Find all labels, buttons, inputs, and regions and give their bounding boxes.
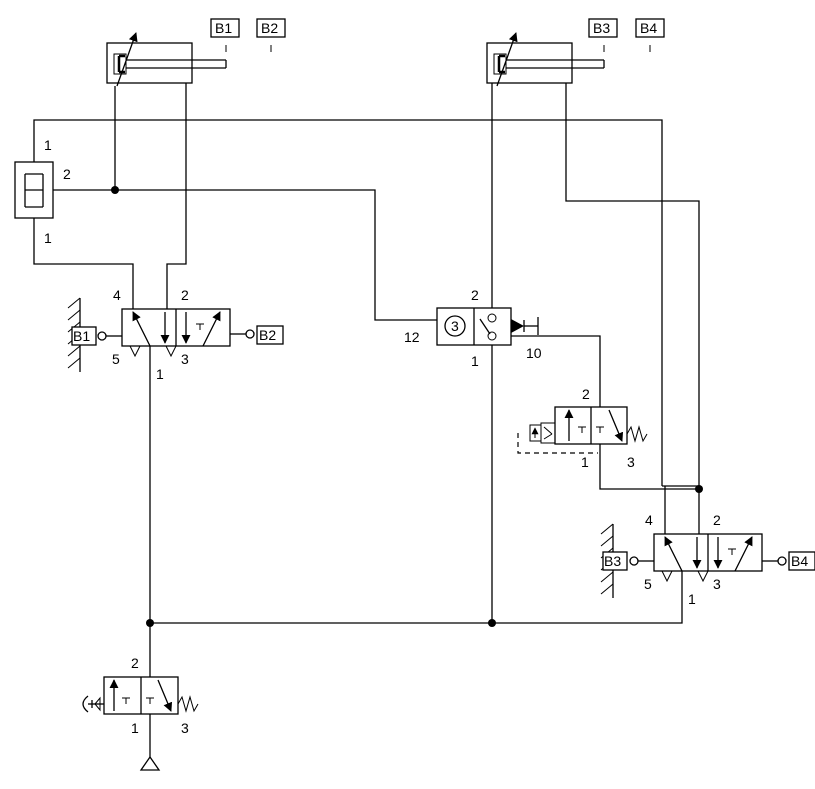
svg-text:1: 1 — [688, 591, 696, 607]
and-valve[interactable]: 1 2 1 — [14, 137, 71, 246]
svg-text:2: 2 — [181, 287, 189, 303]
svg-text:1: 1 — [471, 353, 479, 369]
main-valve-right[interactable]: B3 B4 4 2 5 1 3 — [600, 512, 815, 607]
sensor-tag-b4: B4 — [635, 18, 665, 52]
air-supply-symbol — [139, 714, 161, 771]
svg-text:3: 3 — [181, 351, 189, 367]
svg-text:B2: B2 — [259, 327, 276, 343]
timer-valve[interactable]: 3 12 2 1 10 — [404, 287, 542, 369]
and-valve-port-1-top: 1 — [44, 137, 52, 153]
svg-text:B1: B1 — [73, 328, 90, 344]
svg-text:1: 1 — [131, 720, 139, 736]
pipe-network — [33, 83, 703, 677]
sensor-tag-b1: B1 — [210, 18, 240, 52]
svg-text:1: 1 — [581, 454, 589, 470]
timer-valve-label: 3 — [451, 318, 459, 334]
svg-text:B1: B1 — [215, 20, 232, 36]
start-valve[interactable]: 2 1 3 — [82, 655, 199, 736]
valve-3-2-right[interactable]: 2 1 3 — [517, 386, 648, 470]
svg-text:B4: B4 — [791, 553, 808, 569]
svg-text:5: 5 — [112, 351, 120, 367]
sensor-tag-b3: B3 — [588, 18, 618, 52]
svg-text:1: 1 — [156, 366, 164, 382]
cylinder-2[interactable] — [486, 32, 605, 87]
svg-text:B2: B2 — [261, 20, 278, 36]
svg-text:2: 2 — [713, 512, 721, 528]
svg-text:4: 4 — [645, 512, 653, 528]
main-valve-left[interactable]: B1 B2 4 2 5 1 3 — [67, 287, 284, 382]
svg-text:4: 4 — [113, 287, 121, 303]
and-valve-port-2: 2 — [63, 166, 71, 182]
svg-text:3: 3 — [181, 720, 189, 736]
svg-text:12: 12 — [404, 329, 420, 345]
sensor-tag-b2: B2 — [256, 18, 286, 52]
cylinder-1[interactable] — [106, 32, 227, 87]
svg-text:3: 3 — [627, 454, 635, 470]
svg-text:B3: B3 — [593, 20, 610, 36]
svg-text:3: 3 — [713, 576, 721, 592]
svg-text:2: 2 — [471, 287, 479, 303]
svg-text:B3: B3 — [604, 553, 621, 569]
and-valve-port-1-bottom: 1 — [44, 230, 52, 246]
svg-text:B4: B4 — [640, 20, 657, 36]
svg-text:2: 2 — [131, 655, 139, 671]
svg-text:2: 2 — [582, 386, 590, 402]
svg-text:10: 10 — [526, 345, 542, 361]
svg-text:5: 5 — [644, 576, 652, 592]
